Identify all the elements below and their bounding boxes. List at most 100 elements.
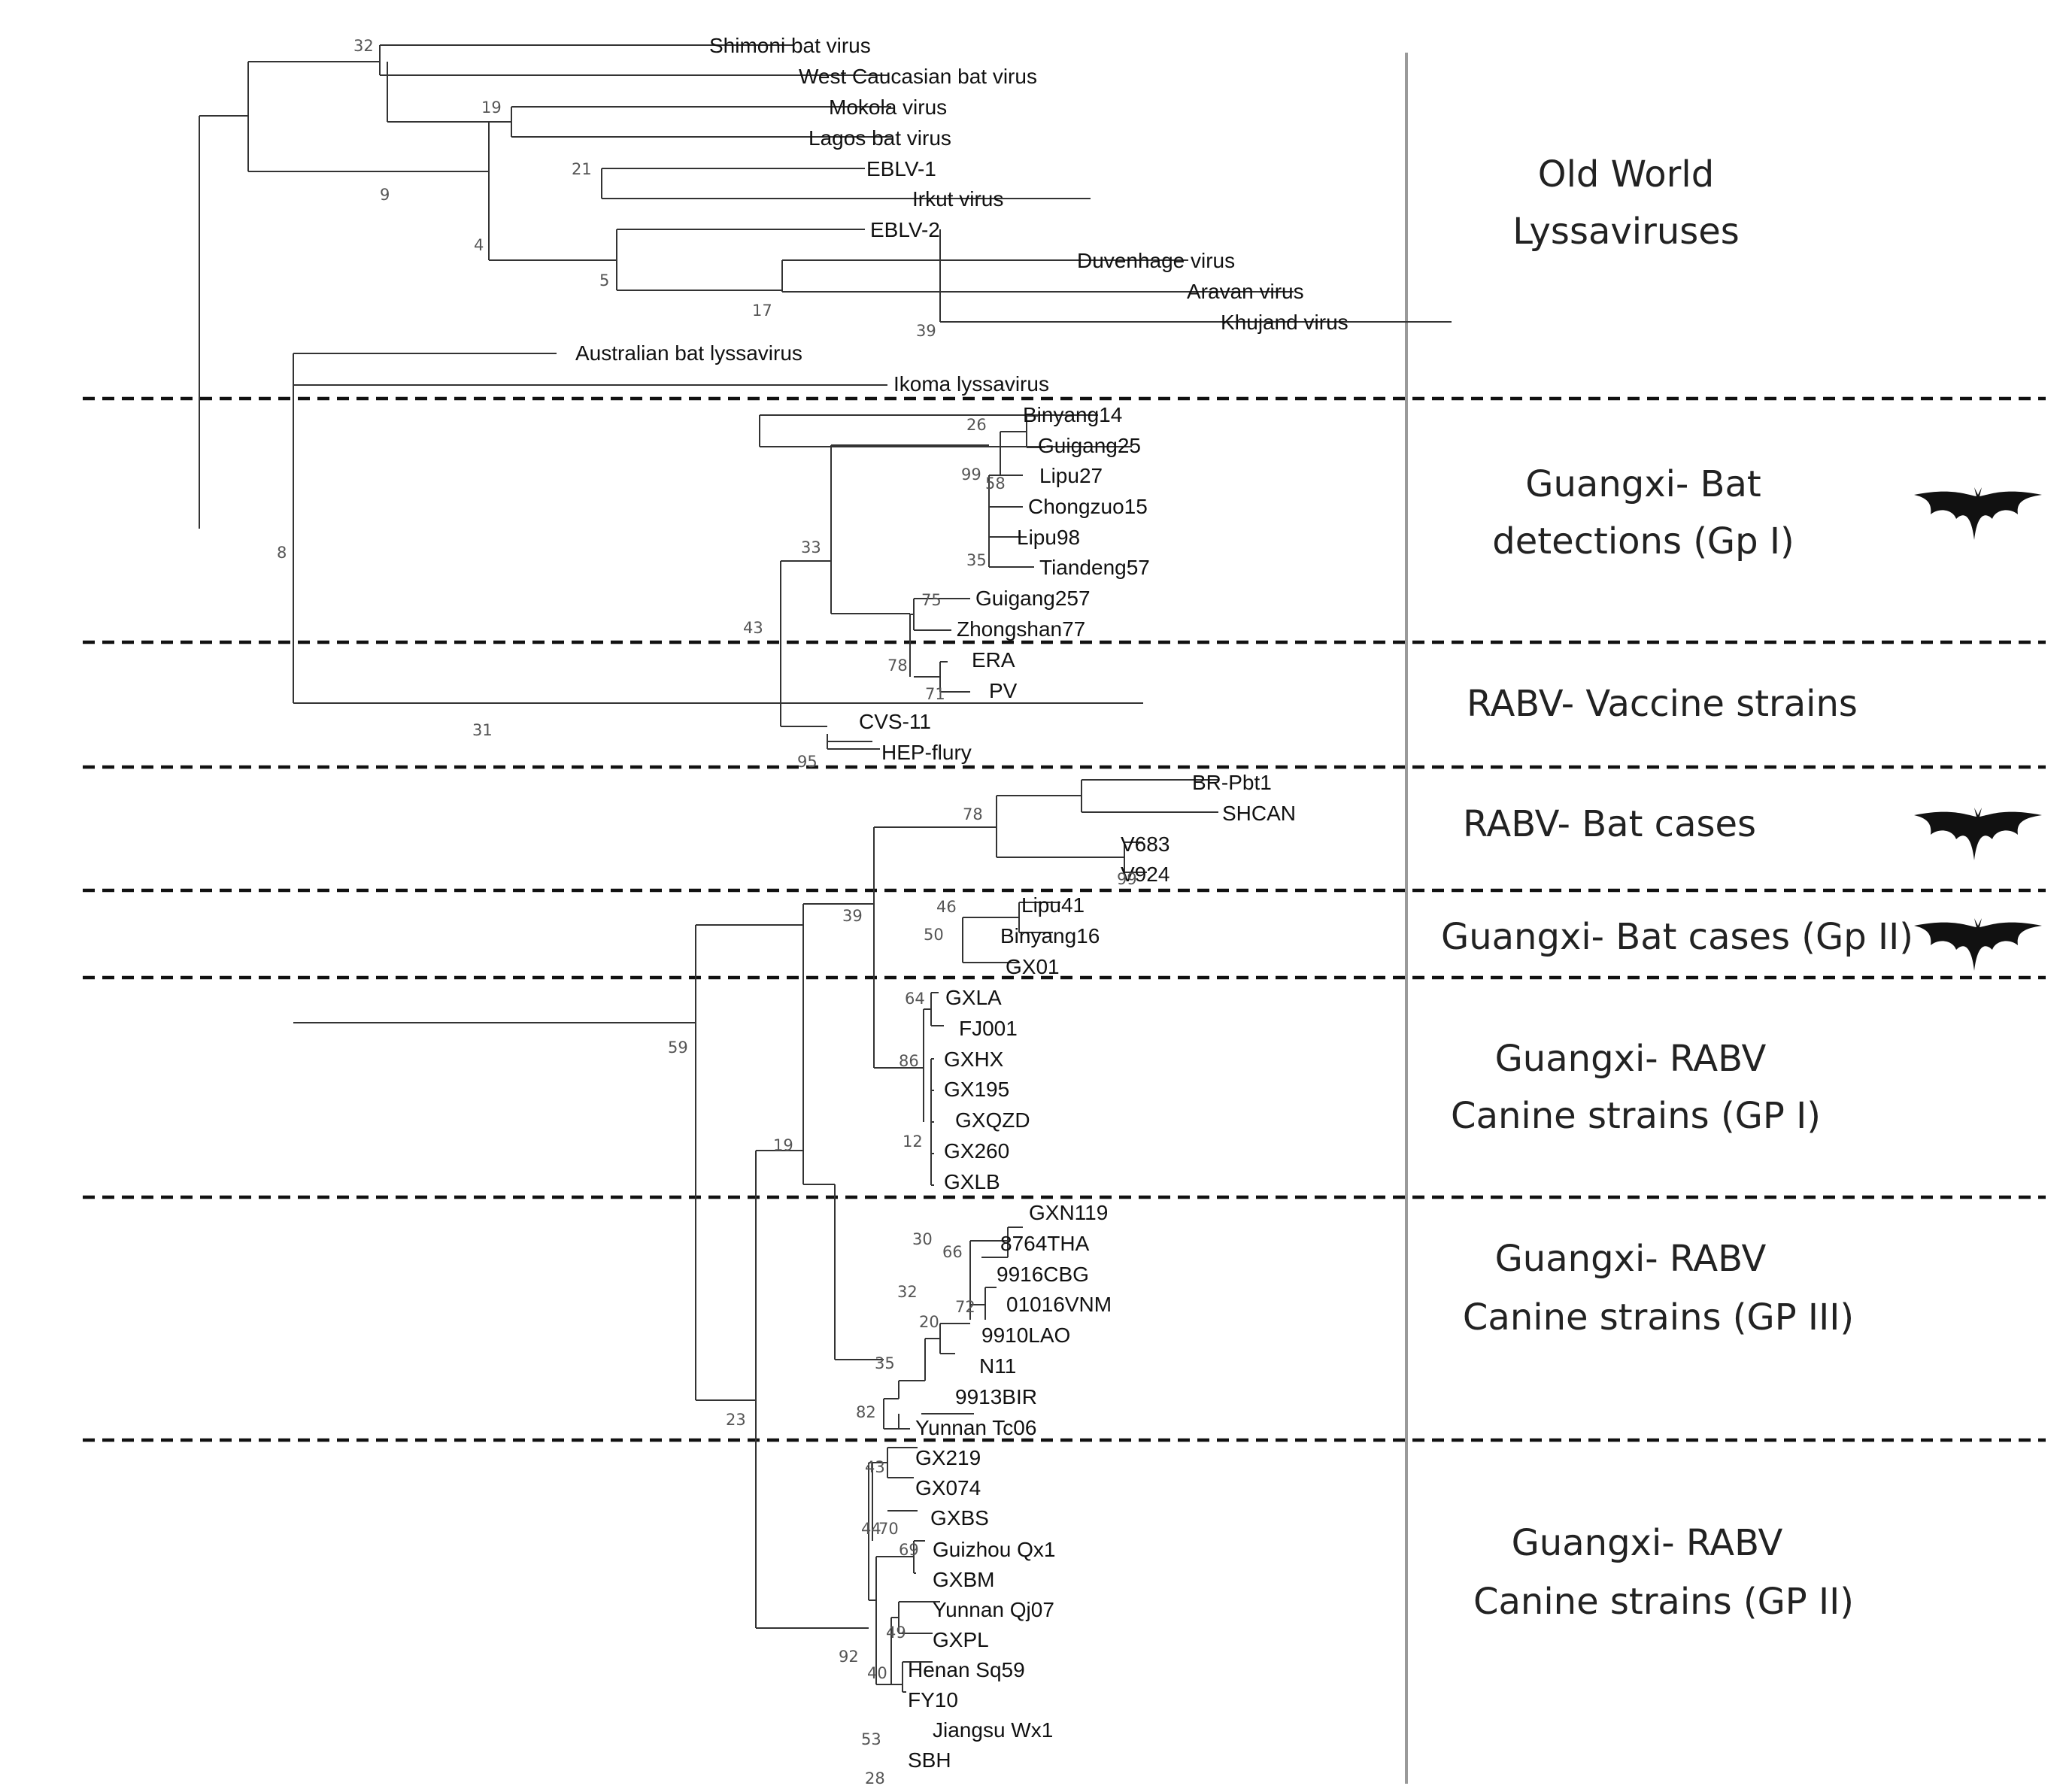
leaf-label: West Caucasian bat virus xyxy=(799,65,1037,88)
bat-icons xyxy=(1914,487,2042,971)
bootstrap-value: 86 xyxy=(899,1052,919,1070)
leaf-label: Henan Sq59 xyxy=(908,1658,1025,1681)
bootstrap-value: 35 xyxy=(875,1354,895,1372)
bootstrap-value: 8 xyxy=(277,544,287,562)
leaf-label: Khujand virus xyxy=(1221,311,1348,334)
leaf-label: Guigang25 xyxy=(1038,434,1141,457)
bootstrap-value: 82 xyxy=(856,1403,876,1421)
separators xyxy=(83,53,2046,1784)
bat-icon xyxy=(1914,487,2042,540)
leaf-label: Lipu98 xyxy=(1017,526,1080,549)
leaf-label: GX01 xyxy=(1006,955,1060,978)
group-label-line: Guangxi- RABV xyxy=(1495,1038,1767,1080)
bootstrap-value: 30 xyxy=(912,1230,933,1248)
leaf-label: Yunnan Tc06 xyxy=(915,1416,1036,1439)
group-label-line: detections (Gp I) xyxy=(1492,520,1794,562)
leaf-label: Ikoma lyssavirus xyxy=(893,372,1049,396)
leaf-label: BR-Pbt1 xyxy=(1192,771,1272,794)
leaf-label: PV xyxy=(989,679,1018,702)
leaf-label: Guizhou Qx1 xyxy=(933,1538,1055,1561)
bootstrap-value: 33 xyxy=(801,538,821,556)
group-label-line: Guangxi- Bat xyxy=(1525,463,1761,505)
leaf-label: Guigang257 xyxy=(975,587,1091,610)
bootstrap-value: 39 xyxy=(916,322,936,340)
bootstrap-value: 92 xyxy=(839,1648,859,1666)
bootstrap-value: 78 xyxy=(887,656,908,675)
bootstrap-value: 28 xyxy=(865,1769,885,1787)
bootstrap-value: 70 xyxy=(878,1520,899,1538)
bootstrap-value: 78 xyxy=(963,805,983,823)
bootstrap-value: 59 xyxy=(668,1039,688,1057)
leaf-label: Zhongshan77 xyxy=(957,617,1085,641)
group-labels: Old World Lyssaviruses Guangxi- Bat dete… xyxy=(1441,153,1913,1623)
bootstrap-value: 40 xyxy=(867,1664,887,1682)
bootstrap-value: 9 xyxy=(380,186,390,204)
leaf-label: Tiandeng57 xyxy=(1039,556,1150,579)
leaf-label: GXLA xyxy=(945,986,1002,1009)
bootstrap-values: 32 19 21 9 4 5 17 39 8 31 26 99 58 35 33… xyxy=(277,37,1137,1787)
leaf-label: Irkut virus xyxy=(912,187,1003,211)
group-label-line: Guangxi- RABV xyxy=(1495,1238,1767,1280)
leaf-label: GXBM xyxy=(933,1568,994,1591)
leaf-label: GX219 xyxy=(915,1446,981,1469)
leaf-label: EBLV-1 xyxy=(866,157,936,180)
bootstrap-value: 4 xyxy=(474,236,484,254)
leaf-label: HEP-flury xyxy=(881,741,972,764)
leaf-label: GX074 xyxy=(915,1476,981,1499)
bootstrap-value: 66 xyxy=(942,1243,963,1261)
leaf-label: 9916CBG xyxy=(997,1263,1089,1286)
leaf-label: Chongzuo15 xyxy=(1028,495,1148,518)
group-label-line: Canine strains (GP III) xyxy=(1463,1296,1854,1339)
bootstrap-value: 19 xyxy=(481,99,502,117)
tree-branches xyxy=(199,44,1452,1693)
leaf-label: Binyang14 xyxy=(1023,403,1122,426)
leaf-label: V924 xyxy=(1121,863,1170,886)
bootstrap-value: 21 xyxy=(572,160,592,178)
bootstrap-value: 17 xyxy=(752,302,772,320)
leaf-label: Lipu27 xyxy=(1039,464,1103,487)
leaf-label: Duvenhage virus xyxy=(1077,249,1235,272)
leaf-label: Mokola virus xyxy=(829,96,947,119)
bootstrap-value: 26 xyxy=(966,416,987,434)
bootstrap-value: 75 xyxy=(921,591,942,609)
bootstrap-value: 53 xyxy=(861,1730,881,1748)
bootstrap-value: 43 xyxy=(743,619,763,637)
leaf-label: FJ001 xyxy=(959,1017,1018,1040)
bootstrap-value: 46 xyxy=(936,898,957,916)
bootstrap-value: 99 xyxy=(1117,870,1137,888)
leaf-label: Lagos bat virus xyxy=(808,126,951,150)
bootstrap-value: 72 xyxy=(955,1298,975,1316)
bootstrap-value: 32 xyxy=(897,1283,918,1301)
group-label-line: RABV- Vaccine strains xyxy=(1467,683,1858,725)
group-label-line: Canine strains (GP I) xyxy=(1451,1095,1821,1137)
bootstrap-value: 50 xyxy=(924,926,944,944)
bootstrap-value: 95 xyxy=(797,753,818,771)
bootstrap-value: 49 xyxy=(886,1624,906,1642)
leaf-label: GXQZD xyxy=(955,1108,1030,1132)
bootstrap-value: 23 xyxy=(726,1411,746,1429)
bootstrap-value: 39 xyxy=(842,907,863,925)
bat-icon xyxy=(1914,808,2042,860)
leaf-label: 01016VNM xyxy=(1006,1293,1112,1316)
group-label-line: Guangxi- Bat cases (Gp II) xyxy=(1441,916,1913,958)
group-label-line: Canine strains (GP II) xyxy=(1473,1581,1854,1623)
leaf-label: FY10 xyxy=(908,1688,958,1712)
leaf-label: 8764THA xyxy=(1000,1232,1090,1255)
leaf-label: GXPL xyxy=(933,1628,989,1651)
leaf-label: GXBS xyxy=(930,1506,989,1530)
leaf-label: GX195 xyxy=(944,1078,1009,1101)
leaf-label: V683 xyxy=(1121,832,1170,856)
bootstrap-value: 31 xyxy=(472,721,493,739)
leaf-label: ERA xyxy=(972,648,1015,672)
leaf-label: Yunnan Qj07 xyxy=(933,1598,1054,1621)
leaf-label: Aravan virus xyxy=(1187,280,1304,303)
leaf-label: N11 xyxy=(979,1354,1016,1378)
bootstrap-value: 71 xyxy=(925,685,945,703)
leaf-label: SHCAN xyxy=(1222,802,1296,825)
leaf-label: Shimoni bat virus xyxy=(709,34,871,57)
leaf-label: Binyang16 xyxy=(1000,924,1100,948)
bootstrap-value: 35 xyxy=(966,551,987,569)
bootstrap-value: 99 xyxy=(961,465,981,484)
bat-icon xyxy=(1914,918,2042,971)
leaf-label: 9913BIR xyxy=(955,1385,1037,1408)
